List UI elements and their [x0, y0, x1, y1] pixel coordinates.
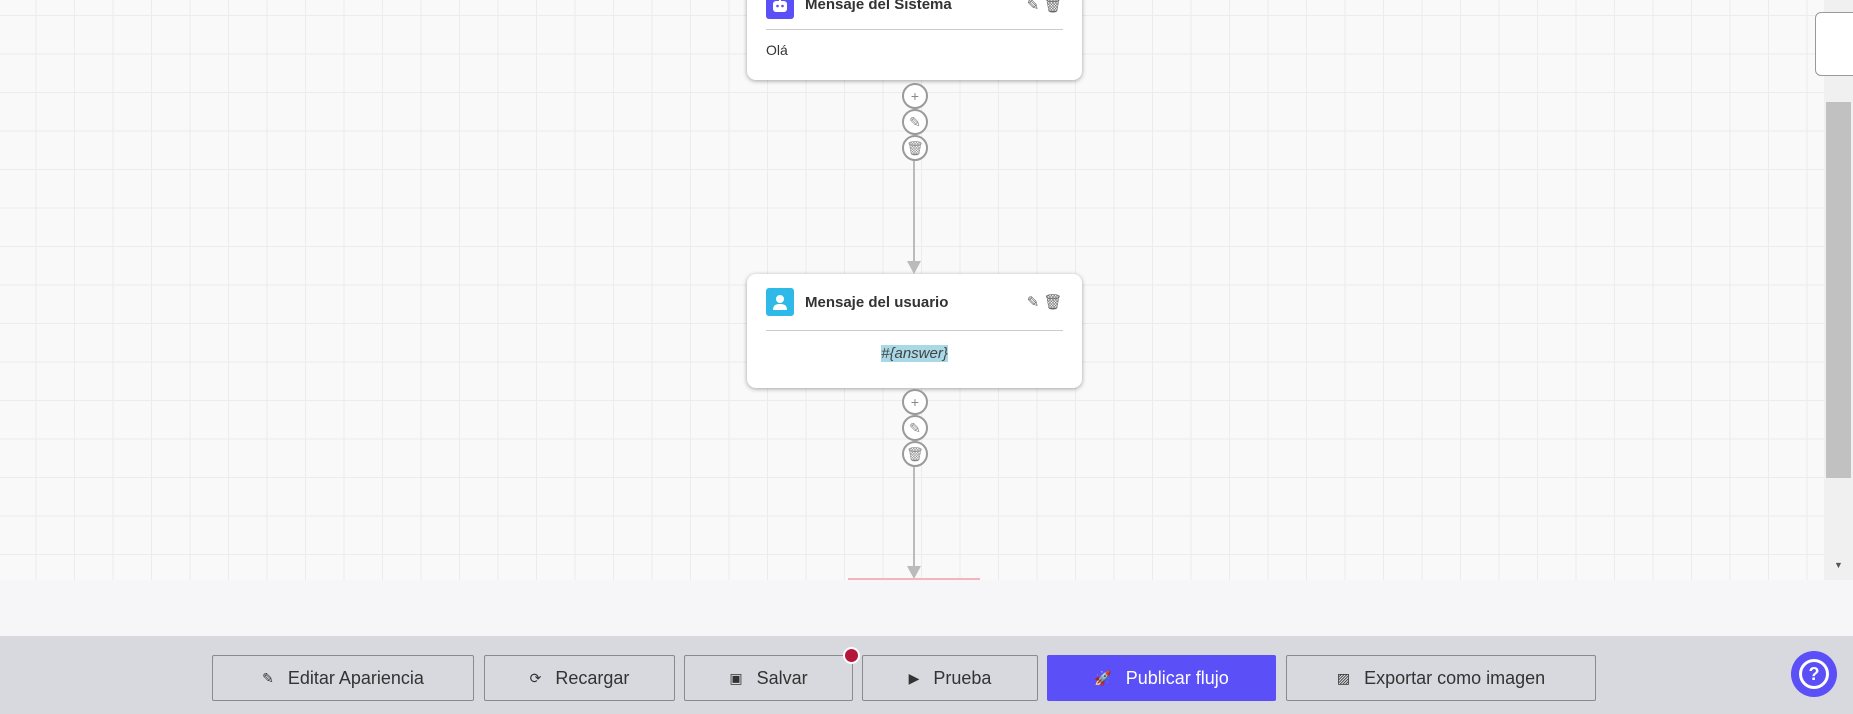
- edit-icon: ✎: [262, 669, 274, 686]
- question-icon: ?: [1799, 659, 1829, 689]
- user-icon: [766, 288, 794, 316]
- unsaved-indicator: [843, 647, 860, 664]
- rocket-icon: 🚀: [1094, 669, 1112, 686]
- image-icon: ▨: [1336, 669, 1351, 686]
- edit-appearance-button[interactable]: ✎ Editar Apariencia: [212, 655, 474, 701]
- node-user-message[interactable]: Mensaje del usuario ✎ 🗑 #{answer}: [747, 274, 1082, 388]
- export-image-button[interactable]: ▨ Exportar como imagen: [1286, 655, 1596, 701]
- button-label: Editar Apariencia: [287, 667, 424, 688]
- play-icon: ▶: [908, 669, 920, 686]
- button-label: Salvar: [756, 667, 808, 688]
- save-button[interactable]: ▣ Salvar: [684, 655, 853, 701]
- test-button[interactable]: ▶ Prueba: [862, 655, 1038, 701]
- pencil-icon[interactable]: ✎: [1026, 0, 1040, 14]
- button-label: Prueba: [933, 667, 992, 688]
- pencil-icon[interactable]: ✎: [1026, 294, 1040, 311]
- publish-flow-button[interactable]: 🚀 Publicar flujo: [1047, 655, 1276, 701]
- add-node-button[interactable]: +: [902, 389, 928, 415]
- button-label: Recargar: [555, 667, 630, 688]
- scrollbar-thumb[interactable]: [1826, 102, 1851, 478]
- trash-icon[interactable]: 🗑: [1043, 0, 1063, 14]
- node-content: #{answer}: [881, 345, 948, 362]
- help-button[interactable]: ?: [1791, 651, 1837, 697]
- connector-line: [913, 467, 915, 567]
- flow-canvas[interactable]: Mensaje del Sistema ✎ 🗑 Olá + ✎ 🗑 Mensaj…: [0, 0, 1824, 580]
- node-content: Olá: [766, 42, 788, 58]
- edit-connection-button[interactable]: ✎: [902, 109, 928, 135]
- robot-icon: [766, 0, 794, 19]
- node-title: Mensaje del usuario: [805, 293, 949, 311]
- floppy-icon: ▣: [729, 669, 743, 686]
- connector-arrow: [907, 566, 921, 579]
- trash-icon[interactable]: 🗑: [1043, 294, 1063, 311]
- vertical-scrollbar[interactable]: ▼: [1824, 0, 1853, 580]
- add-node-button[interactable]: +: [902, 83, 928, 109]
- scroll-down-arrow[interactable]: ▼: [1834, 560, 1843, 570]
- side-panel-toggle[interactable]: [1815, 12, 1853, 76]
- connector-arrow: [907, 261, 921, 274]
- reload-button[interactable]: ⟳ Recargar: [484, 655, 675, 701]
- button-label: Exportar como imagen: [1364, 667, 1546, 688]
- delete-connection-button[interactable]: 🗑: [902, 135, 928, 161]
- node-system-message[interactable]: Mensaje del Sistema ✎ 🗑 Olá: [747, 0, 1082, 80]
- edit-connection-button[interactable]: ✎: [902, 415, 928, 441]
- delete-connection-button[interactable]: 🗑: [902, 441, 928, 467]
- node-title: Mensaje del Sistema: [805, 0, 952, 13]
- connector-line: [913, 161, 915, 261]
- next-node-edge: [848, 578, 980, 580]
- refresh-icon: ⟳: [529, 669, 542, 686]
- button-label: Publicar flujo: [1125, 667, 1229, 688]
